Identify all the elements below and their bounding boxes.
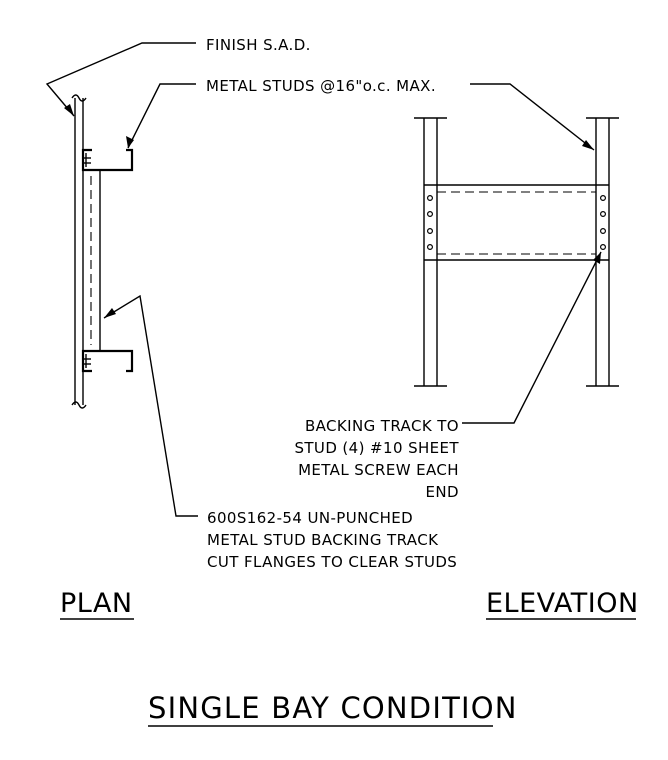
leader-backing-track [462,251,602,424]
elevation-stud-right [586,117,619,387]
leader-finish [45,42,196,117]
note-line: CUT FLANGES TO CLEAR STUDS [207,553,457,571]
note-line: METAL SCREW EACH [298,461,459,479]
elevation-backing-track [424,184,609,261]
elevation-view [414,83,619,424]
stud-top [81,148,134,172]
leader-studs-elevation [470,83,595,151]
drawing-title: SINGLE BAY CONDITION [148,691,518,725]
note-backing-track: BACKING TRACK TO STUD (4) #10 SHEET META… [294,417,459,501]
leader-studs-plan [126,83,196,149]
screw-holes [427,195,606,251]
stud-bottom [81,349,134,373]
elevation-stud-left [414,117,447,387]
note-finish: FINISH S.A.D. [206,36,311,54]
note-metal-studs: METAL STUDS @16"o.c. MAX. [206,77,436,95]
heading-elevation: ELEVATION [486,588,639,619]
plan-view [45,42,198,517]
backing-track-plan [83,169,101,352]
note-line: 600S162-54 UN-PUNCHED [207,509,413,527]
note-backing-stud: 600S162-54 UN-PUNCHED METAL STUD BACKING… [207,509,457,571]
heading-plan: PLAN [60,588,133,619]
note-line: METAL STUD BACKING TRACK [207,531,439,549]
note-line: STUD (4) #10 SHEET [294,439,459,457]
leader-backing-stud [103,294,198,517]
note-line: BACKING TRACK TO [305,417,459,435]
note-line: END [426,483,459,501]
